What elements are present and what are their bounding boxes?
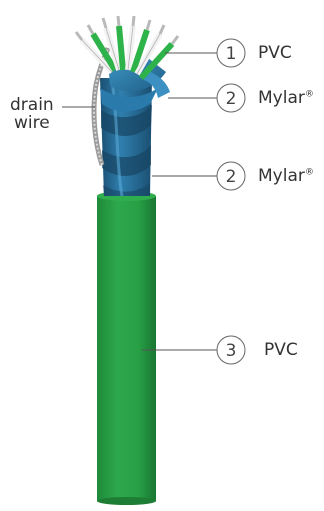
outer-jacket bbox=[97, 191, 156, 505]
callout-circle-1: 1 bbox=[217, 39, 245, 67]
callout-number-1: 1 bbox=[226, 44, 237, 64]
callout-label-1: PVC bbox=[258, 43, 292, 63]
callout-number-3: 3 bbox=[226, 341, 237, 361]
registered-mark: ® bbox=[305, 89, 314, 99]
callout-label-2a: Mylar® bbox=[258, 88, 314, 108]
conductors bbox=[76, 16, 178, 78]
callout-label-3-text: PVC bbox=[264, 340, 298, 360]
drain-wire-label: drain wire bbox=[10, 96, 54, 132]
drain-wire-label-line-1: drain bbox=[10, 96, 54, 114]
callout-number-2a: 2 bbox=[226, 89, 237, 109]
callout-number-2b: 2 bbox=[226, 167, 237, 187]
callout-circle-2a: 2 bbox=[217, 84, 245, 112]
callout-circle-3: 3 bbox=[217, 336, 245, 364]
drain-wire-label-line-2: wire bbox=[10, 114, 54, 132]
callout-circle-2b: 2 bbox=[217, 162, 245, 190]
callout-label-2b-text: Mylar bbox=[258, 166, 305, 186]
registered-mark: ® bbox=[305, 167, 314, 177]
callout-label-2a-text: Mylar bbox=[258, 88, 305, 108]
callout-label-3: PVC bbox=[264, 340, 298, 360]
callout-label-2b: Mylar® bbox=[258, 166, 314, 186]
callout-label-1-text: PVC bbox=[258, 43, 292, 63]
